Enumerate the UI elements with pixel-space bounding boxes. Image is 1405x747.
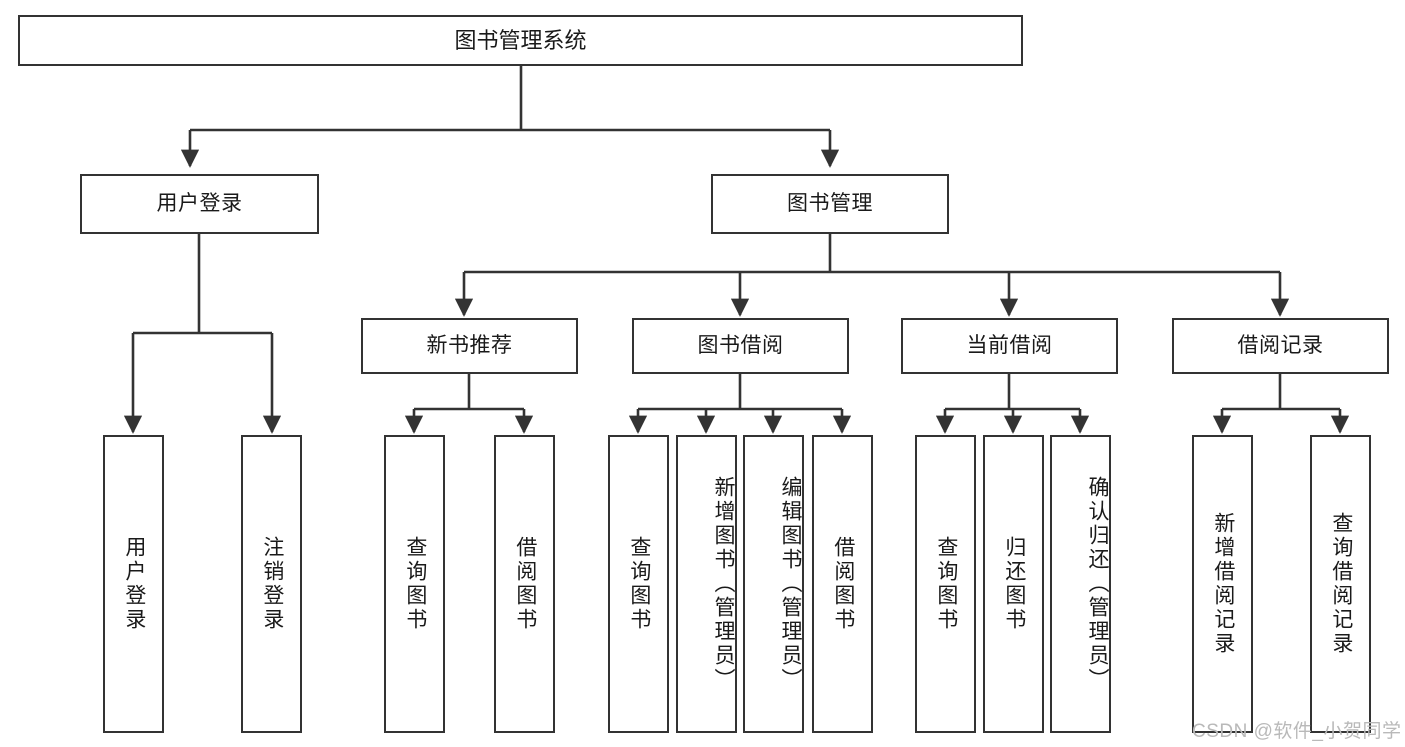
leaf-logout[interactable]: 注销登录 — [241, 435, 302, 733]
node-user-login[interactable]: 用户登录 — [80, 174, 319, 234]
leaf-nb-query-book[interactable]: 查询图书 — [384, 435, 445, 733]
node-book-borrow-label: 图书借阅 — [697, 333, 784, 357]
leaf-cb-confirm-return[interactable]: 确认归还（管理员） — [1050, 435, 1111, 733]
leaf-logout-label: 注销登录 — [260, 536, 284, 632]
csdn-watermark: CSDN @软件_小贺同学 — [1192, 721, 1402, 742]
node-root-system-label: 图书管理系统 — [454, 27, 587, 53]
leaf-user-login-label: 用户登录 — [122, 536, 146, 632]
node-new-book-recommend[interactable]: 新书推荐 — [361, 318, 578, 374]
leaf-cb-confirm-return-label: 确认归还（管理员） — [1086, 476, 1109, 692]
leaf-cb-return-book-label: 归还图书 — [1002, 536, 1026, 632]
leaf-cb-query-book[interactable]: 查询图书 — [915, 435, 976, 733]
leaf-nb-borrow-book[interactable]: 借阅图书 — [494, 435, 555, 733]
leaf-nb-query-book-label: 查询图书 — [403, 536, 427, 632]
leaf-bb-borrow-book[interactable]: 借阅图书 — [812, 435, 873, 733]
node-book-management[interactable]: 图书管理 — [711, 174, 949, 234]
leaf-cb-return-book[interactable]: 归还图书 — [983, 435, 1044, 733]
leaf-bb-borrow-book-label: 借阅图书 — [831, 536, 855, 632]
leaf-bb-query-book-label: 查询图书 — [627, 536, 651, 632]
node-root-system[interactable]: 图书管理系统 — [18, 15, 1023, 66]
leaf-bb-add-book-label: 新增图书（管理员） — [712, 476, 735, 692]
leaf-br-add-record[interactable]: 新增借阅记录 — [1192, 435, 1253, 733]
node-new-book-recommend-label: 新书推荐 — [426, 333, 513, 357]
node-book-management-label: 图书管理 — [787, 191, 873, 215]
node-book-borrow[interactable]: 图书借阅 — [632, 318, 849, 374]
leaf-br-query-record[interactable]: 查询借阅记录 — [1310, 435, 1371, 733]
node-current-borrow-label: 当前借阅 — [966, 333, 1053, 357]
leaf-bb-add-book[interactable]: 新增图书（管理员） — [676, 435, 737, 733]
leaf-bb-edit-book-label: 编辑图书（管理员） — [779, 476, 802, 692]
node-current-borrow[interactable]: 当前借阅 — [901, 318, 1118, 374]
node-borrow-record[interactable]: 借阅记录 — [1172, 318, 1389, 374]
node-user-login-label: 用户登录 — [156, 191, 243, 215]
leaf-bb-query-book[interactable]: 查询图书 — [608, 435, 669, 733]
leaf-cb-query-book-label: 查询图书 — [934, 536, 958, 632]
node-borrow-record-label: 借阅记录 — [1237, 333, 1324, 357]
leaf-br-query-record-label: 查询借阅记录 — [1329, 512, 1353, 656]
leaf-bb-edit-book[interactable]: 编辑图书（管理员） — [743, 435, 804, 733]
leaf-user-login[interactable]: 用户登录 — [103, 435, 164, 733]
leaf-nb-borrow-book-label: 借阅图书 — [513, 536, 537, 632]
leaf-br-add-record-label: 新增借阅记录 — [1211, 512, 1235, 656]
